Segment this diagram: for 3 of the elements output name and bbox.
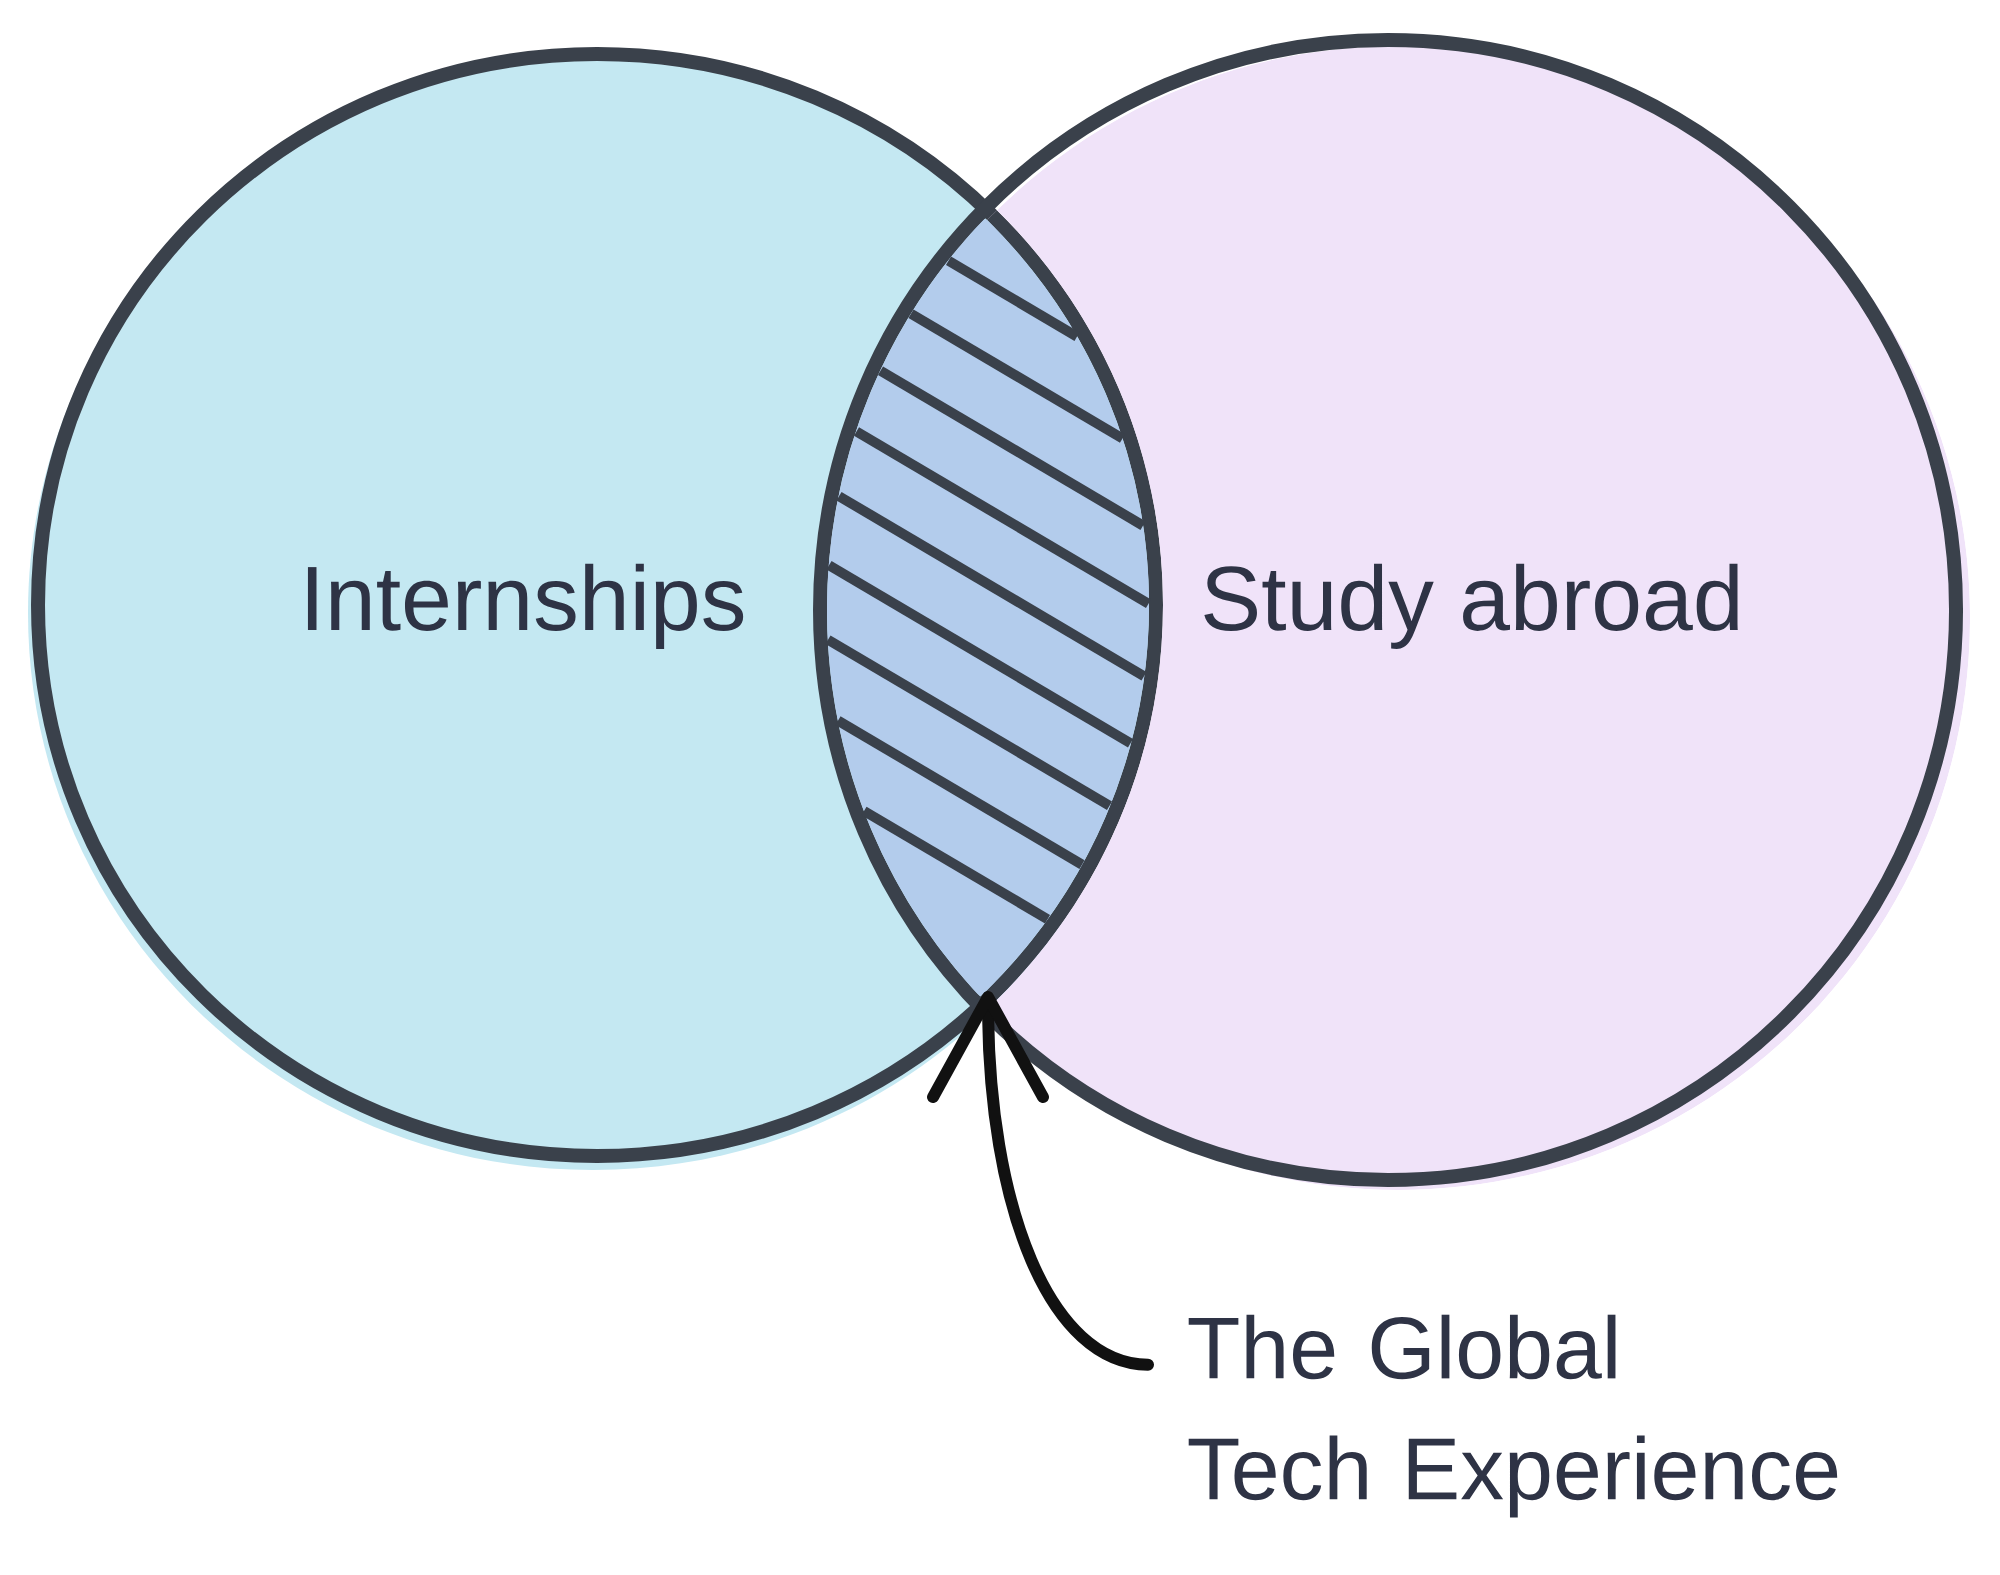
callout-text: The Global Tech Experience (1188, 1314, 1838, 1518)
curved-arrow (927, 991, 1154, 1371)
hatched-overlap (825, 218, 1152, 997)
